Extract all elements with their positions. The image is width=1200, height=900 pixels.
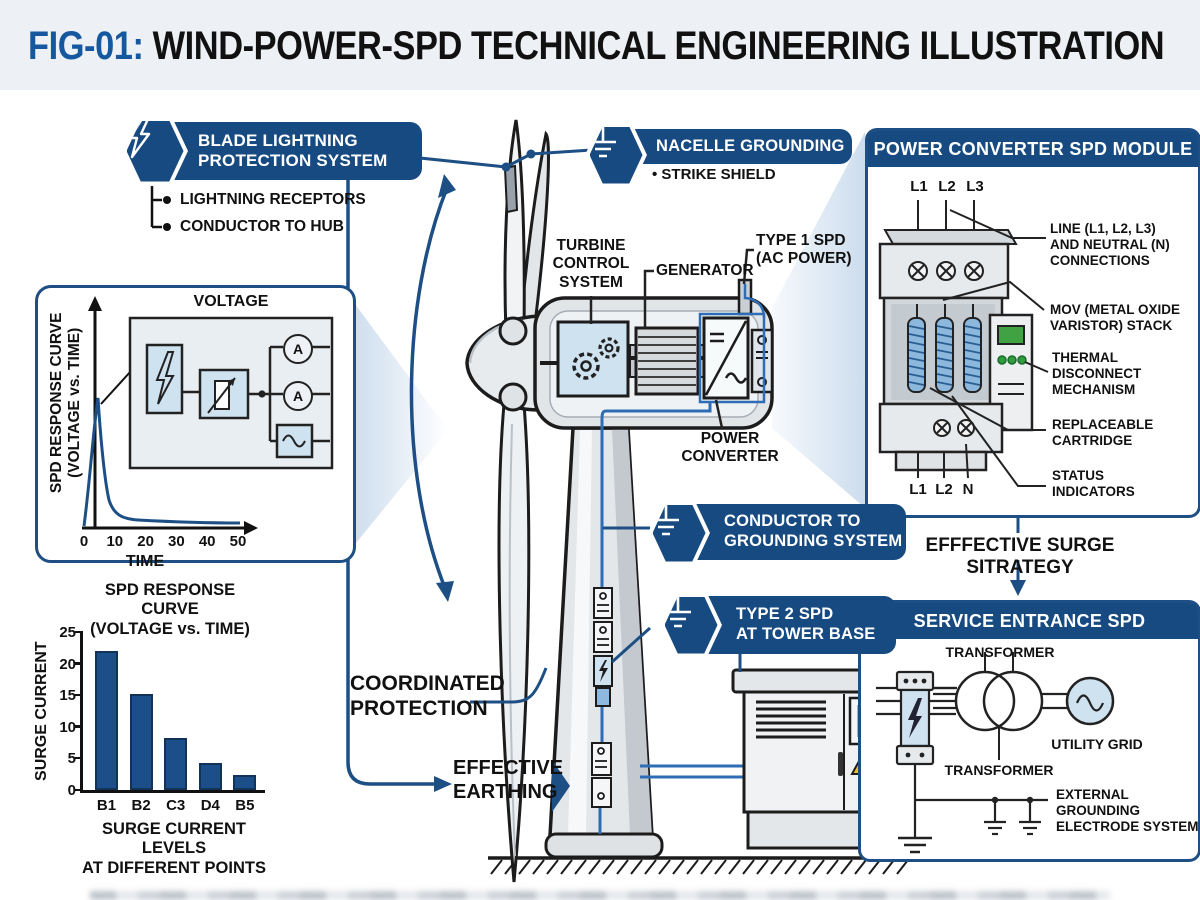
bar-label: B5 [235, 797, 255, 814]
y-tick: 15 [59, 687, 76, 705]
hub [465, 314, 542, 412]
blade-bullet-bracket [150, 180, 171, 231]
y-tick: 25 [59, 624, 76, 641]
ground-icon [589, 126, 643, 184]
y-tickmark [75, 788, 83, 791]
nacelle-shafts [540, 356, 704, 365]
bullet-conductor-to-hub: CONDUCTOR TO HUB [180, 218, 344, 235]
ground-icon [652, 504, 706, 562]
turbine-control-box [556, 320, 630, 398]
service-panel-header: SERVICE ENTRANCE SPD [861, 603, 1198, 639]
ammeter-symbol: A [283, 334, 313, 364]
time-tick: 20 [137, 533, 154, 550]
transformer-top-label: TRANSFORMER [945, 644, 1055, 660]
bullet-lightning-receptors: LIGHTNING RECEPTORS [180, 191, 366, 208]
lightning-icon [126, 120, 184, 182]
y-tick: 10 [59, 718, 76, 736]
voltage-box-title: VOLTAGE [193, 293, 269, 310]
power-converter-label: POWER CONVERTER [681, 430, 779, 466]
response-chart-caption: SPD RESPONSE CURVE (VOLTAGE vs. TIME) [90, 581, 250, 638]
figure-name: WIND-POWER-SPD [152, 24, 463, 68]
nacelle-grounding-callout: NACELLE GROUNDING [612, 129, 852, 164]
bar-B2 [129, 693, 153, 790]
transformer-bottom-label: TRANSFORMER [944, 762, 1054, 778]
bar-label: C3 [166, 797, 186, 814]
tower-spd-stack-lower [591, 742, 612, 808]
figure-number: FIG-01: [28, 24, 144, 68]
thermal-disconnect-label: THERMAL DISCONNECT MECHANISM [1052, 350, 1142, 397]
terminal-label-l3: L3 [966, 178, 984, 195]
bar-label: B1 [96, 797, 117, 814]
tower-pedestal [544, 832, 664, 859]
cropped-caption-blur [90, 891, 1110, 900]
y-tick: 5 [67, 750, 76, 768]
bar-C3 [164, 738, 188, 790]
vent-slats [756, 700, 826, 739]
time-tick: 10 [106, 533, 124, 550]
power-converter-box [702, 316, 750, 400]
utility-grid-label: UTILITY GRID [1051, 736, 1143, 752]
y-tick: 0 [67, 782, 76, 799]
external-grounding-label: EXTERNAL GROUNDING ELECTRODE SYSTEM [1056, 787, 1199, 834]
terminal-label-l1: L1 [910, 178, 928, 195]
time-axis-ticks: 0 10 20 30 40 50 [80, 533, 264, 553]
gears-icon [572, 337, 620, 380]
header-band [0, 0, 1200, 90]
status-indicators-label: STATUS INDICATORS [1052, 468, 1135, 499]
conductor-grounding-callout: CONDUCTOR TO GROUNDING SYSTEM [678, 504, 906, 560]
terminal-label-l2-bottom: L2 [935, 481, 953, 498]
time-tick: 0 [79, 533, 89, 550]
bar-chart-caption: SURGE CURRENT LEVELS AT DIFFERENT POINTS [82, 820, 266, 877]
turbine-control-label: TURBINE CONTROL SYSTEM [552, 237, 630, 291]
tower-spd-stack-upper [593, 587, 613, 707]
response-chart-ylabel: SPD RESPONSE CURVE (VOLTAGE vs. TIME) [48, 312, 83, 494]
terminal-label-l2: L2 [938, 178, 956, 195]
y-tickmark [75, 693, 83, 697]
nacelle [533, 278, 774, 430]
y-tickmark [75, 725, 83, 728]
time-tick: 40 [198, 533, 216, 550]
type1-spd-pole [737, 278, 753, 316]
converter-panel-header: POWER CONVERTER SPD MODULE [868, 131, 1198, 167]
time-axis-label: TIME [125, 553, 165, 570]
replaceable-cartridge-label: REPLACEABLE CARTRIDGE [1052, 417, 1154, 448]
y-tick: 20 [59, 655, 76, 673]
bar-B5 [233, 775, 257, 790]
bar-label: D4 [200, 797, 220, 814]
mov-stack-label: MOV (METAL OXIDE VARISTOR) STACK [1050, 302, 1181, 333]
generator-box [629, 326, 705, 396]
time-tick: 50 [229, 533, 247, 550]
figure-subtitle: TECHNICAL ENGINEERING ILLUSTRATION [471, 24, 1165, 68]
coordinated-protection-label: COORDINATED PROTECTION [350, 672, 505, 720]
bar-B1 [95, 650, 118, 790]
cabinet-handle [838, 752, 843, 776]
blade-lightning-callout: BLADE LIGHTNING PROTECTION SYSTEM [148, 122, 422, 180]
time-tick: 30 [168, 533, 185, 550]
type1-spd-label: TYPE 1 SPD (AC POWER) [756, 232, 852, 268]
terminal-label-n-bottom: N [962, 481, 974, 498]
type2-spd-callout: TYPE 2 SPD AT TOWER BASE [690, 596, 896, 654]
ground-icon [664, 596, 718, 654]
beam-left-panel [352, 300, 448, 548]
nacelle-spd-unit [750, 328, 774, 394]
y-tickmark [75, 662, 83, 665]
line-neutral-label: LINE (L1, L2, L3) AND NEUTRAL (N) CONNEC… [1050, 221, 1170, 268]
bar-label: B2 [131, 797, 151, 814]
bullet-strike-shield: • STRIKE SHIELD [652, 166, 776, 183]
page-title: FIG-01: WIND-POWER-SPD TECHNICAL ENGINEE… [28, 24, 1165, 69]
y-tickmark [75, 756, 83, 760]
generator-label: GENERATOR [656, 262, 754, 279]
lightning-receptor-patch [503, 164, 519, 214]
surge-strategy-label: EFFFECTIVE SURGE SITRATEGY [925, 535, 1115, 579]
effective-earthing-label: EFFECTIVE EARTHING [453, 757, 564, 803]
bar-D4 [198, 763, 222, 790]
y-tickmark [75, 630, 83, 633]
terminal-label-l1-bottom: L1 [909, 481, 927, 498]
blade-callout-badge [122, 116, 188, 186]
tower [544, 426, 664, 859]
ammeter-symbol: A [283, 381, 313, 411]
ground-line [488, 856, 922, 875]
